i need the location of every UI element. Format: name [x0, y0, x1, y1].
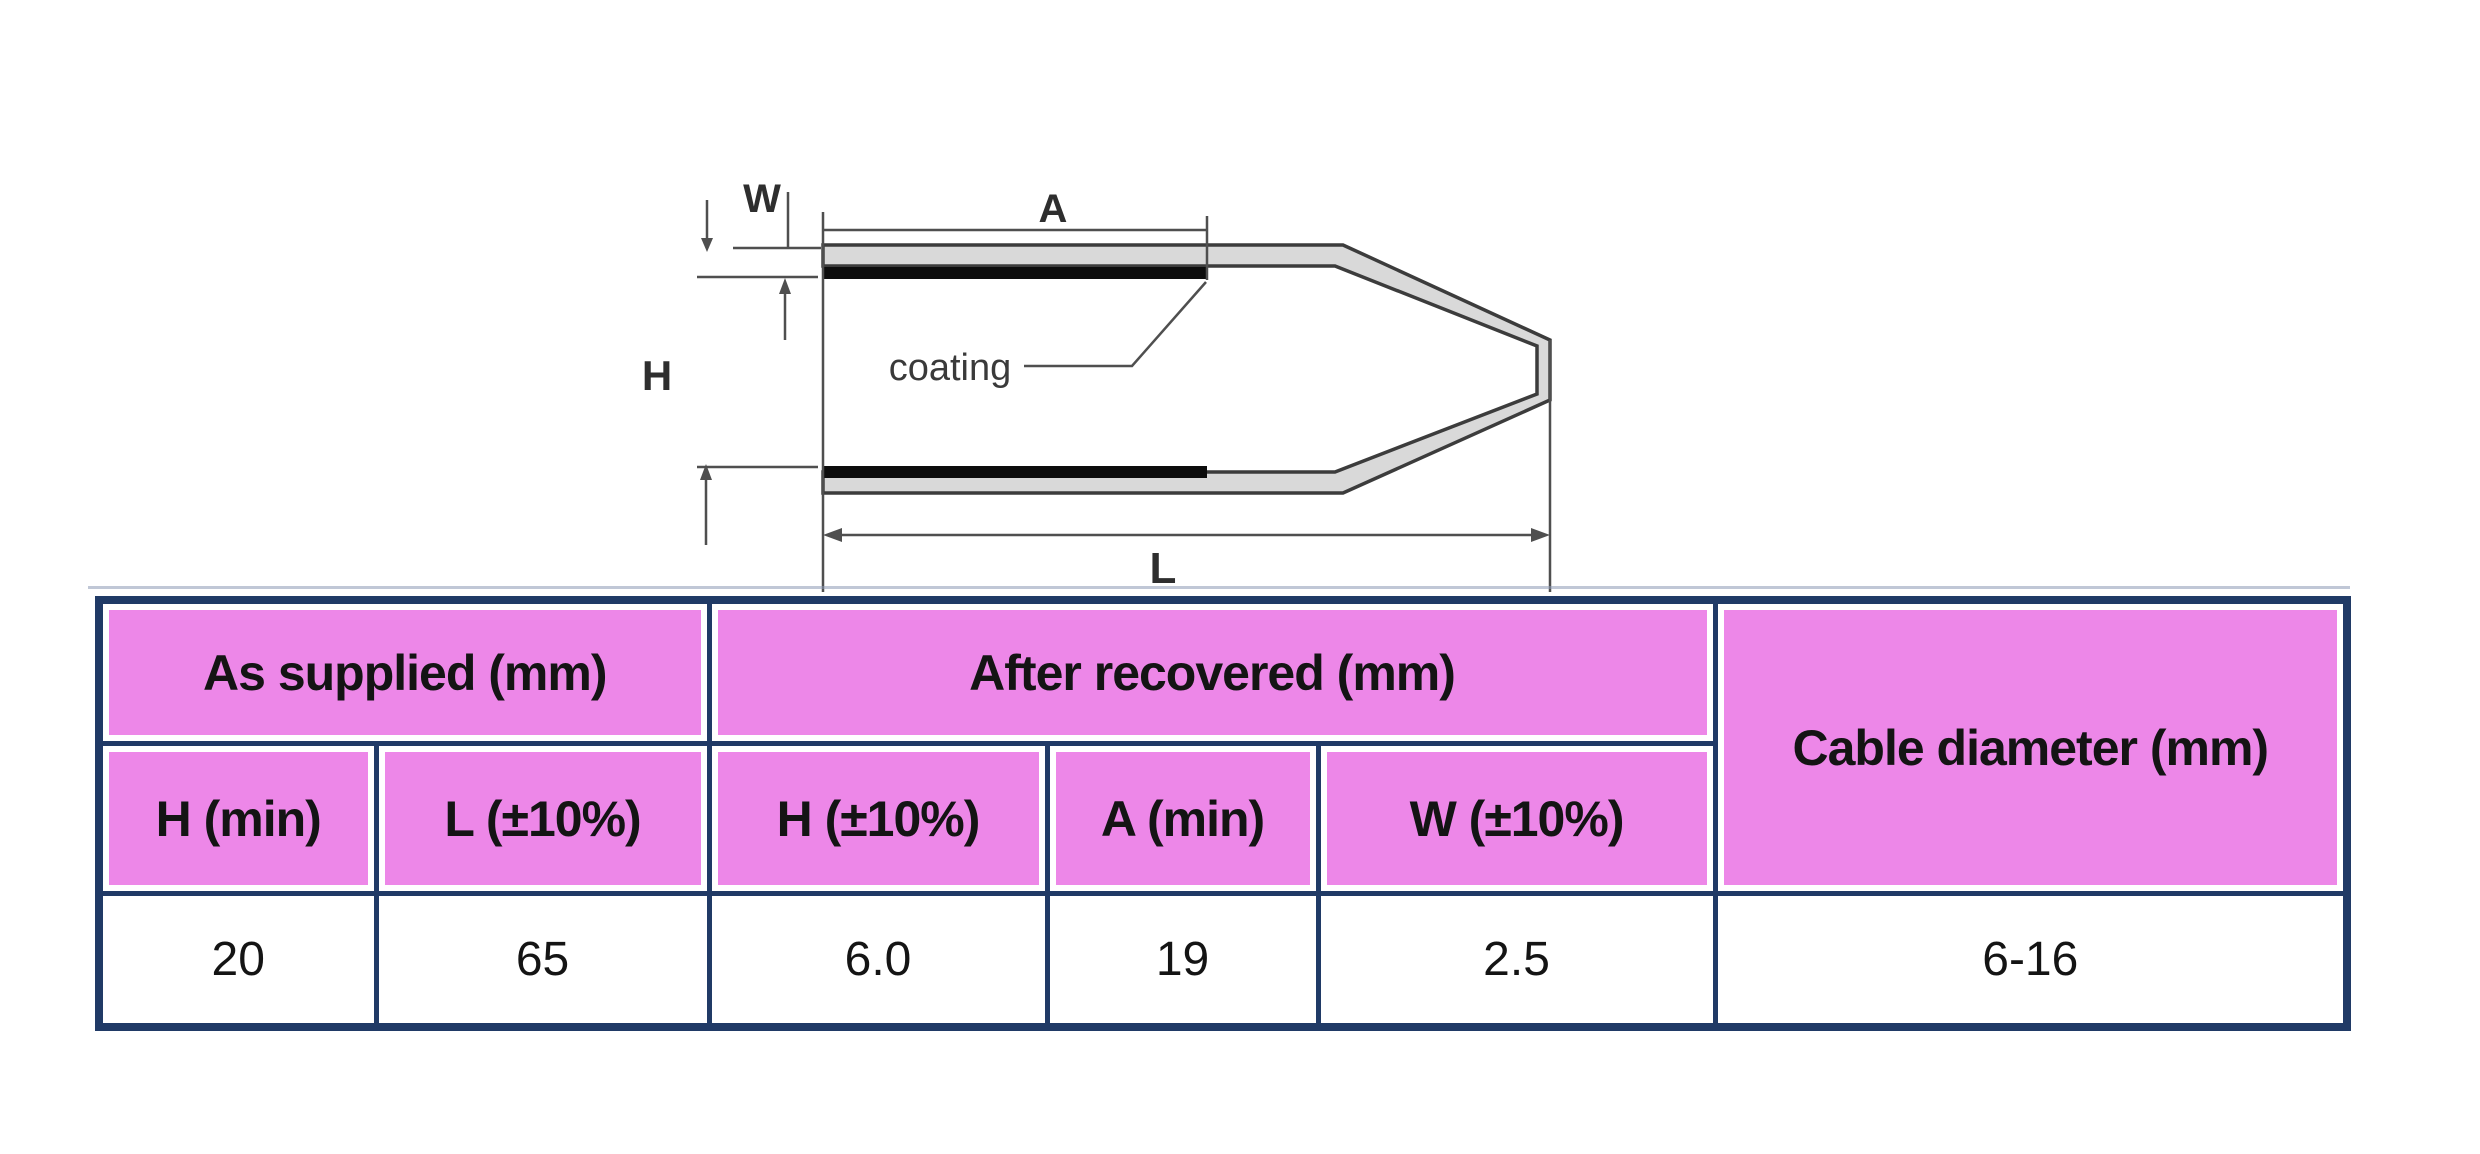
header-cable-diameter: Cable diameter (mm) — [1712, 596, 2352, 896]
value-h-tol: 6.0 — [706, 891, 1050, 1031]
value-cable-diameter: 6-16 — [1712, 891, 2352, 1031]
header-w-tol: W (±10%) — [1315, 741, 1718, 896]
value-w-tol: 2.5 — [1315, 891, 1718, 1031]
header-h-tol: H (±10%) — [706, 741, 1050, 896]
table-top-double-rule — [88, 586, 2350, 589]
coating-strip-bottom — [823, 466, 1207, 478]
dimension-w — [701, 192, 790, 252]
sub-header-row: H (min) L (±10%) H (±10%) A (min) W (±10… — [95, 741, 2347, 896]
dimension-l — [823, 528, 1550, 542]
value-l-tol: 65 — [373, 891, 712, 1031]
group-header-row: As supplied (mm) After recovered (mm) Ca… — [94, 596, 2352, 896]
data-row: 20 65 6.0 19 2.5 6-16 — [95, 891, 2352, 1031]
header-h-min: H (min) — [95, 741, 379, 896]
header-after-recovered: After recovered (mm) — [706, 596, 1718, 746]
value-a-min: 19 — [1044, 891, 1321, 1031]
header-as-supplied: As supplied (mm) — [94, 596, 712, 746]
dim-label-w: W — [743, 177, 781, 221]
dimension-h — [700, 278, 791, 545]
spec-table: As supplied (mm) After recovered (mm) Ca… — [94, 596, 2352, 1031]
dim-label-l: L — [1150, 544, 1177, 593]
dimension-a — [823, 216, 1209, 280]
coating-leader-line — [1024, 281, 1207, 368]
reference-lines — [697, 212, 1552, 592]
value-h-min: 20 — [95, 891, 379, 1031]
dim-label-h: H — [642, 352, 672, 399]
endcap-technical-drawing: W A H L coating — [642, 177, 1552, 593]
header-a-min: A (min) — [1044, 741, 1321, 896]
coating-strip-top — [823, 267, 1207, 279]
dim-label-a: A — [1039, 187, 1068, 231]
coating-label: coating — [889, 347, 1012, 389]
header-l-tol: L (±10%) — [373, 741, 712, 896]
